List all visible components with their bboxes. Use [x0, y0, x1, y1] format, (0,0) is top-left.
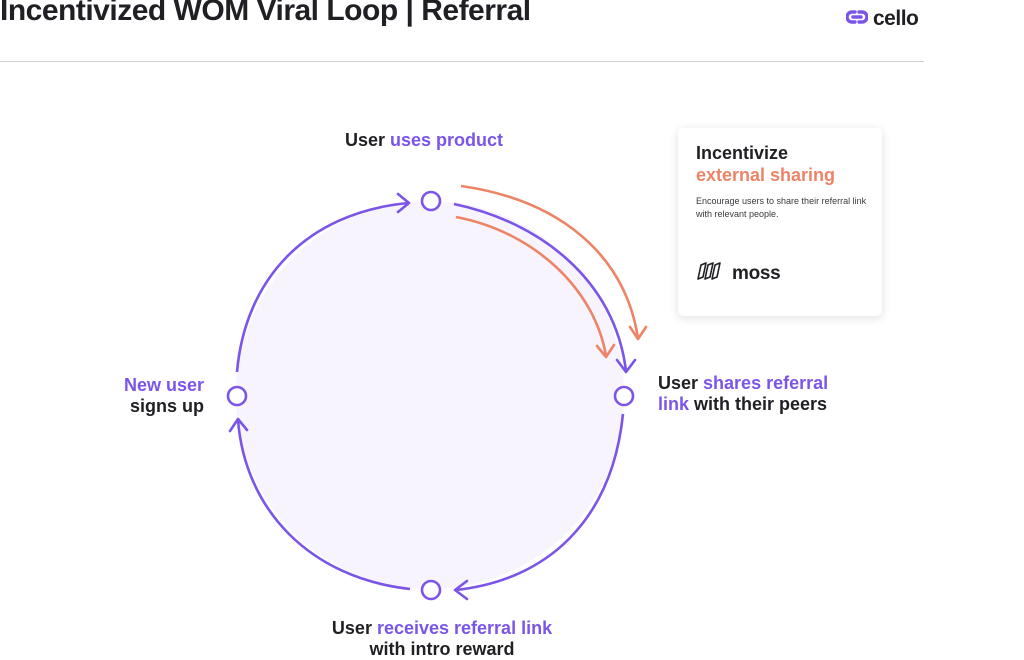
loop-arc-top-to-right: [453, 202, 628, 372]
cello-logo-text: cello: [873, 7, 919, 30]
card-title-line1: Incentivize: [696, 143, 789, 163]
node-right: [613, 385, 635, 407]
arrow-head-icon: [453, 579, 469, 601]
label-receives-prefix: User: [331, 618, 377, 638]
label-receives-line2: with intro reward: [369, 639, 515, 659]
label-uses-product-highlight: uses product: [390, 130, 504, 150]
moss-brand-name: moss: [732, 262, 781, 284]
card-title: Incentivize external sharing: [696, 142, 835, 186]
label-receives-highlight: receives referral link: [376, 618, 553, 638]
label-shares-referral: User shares referral link with their pee…: [658, 373, 828, 415]
label-receives-referral: User receives referral link with intro r…: [322, 618, 562, 660]
label-new-user-highlight: New user: [123, 375, 204, 395]
incentive-arrow-outer: [460, 184, 640, 339]
arrow-head-icon: [615, 358, 637, 374]
cello-logo: cello: [845, 7, 919, 31]
arrow-head-icon: [396, 192, 411, 214]
card-description: Encourage users to share their referral …: [696, 196, 867, 219]
label-shares-highlight-2: link: [658, 394, 690, 414]
loop-arc-left-to-top: [235, 201, 409, 373]
node-left: [226, 385, 248, 407]
moss-logo-icon: [696, 261, 722, 286]
loop-arc-bottom-to-left: [236, 419, 411, 591]
loop-circle-fill: [236, 201, 624, 589]
incentive-arrow-inner: [455, 215, 608, 357]
arrow-head-icon: [228, 417, 249, 433]
arrow-head-icon: [628, 325, 648, 341]
label-uses-product: User uses product: [345, 130, 503, 151]
page-title: Incentivized WOM Viral Loop | Referral: [0, 0, 531, 27]
label-uses-product-prefix: User: [345, 130, 391, 150]
header-divider: [0, 61, 924, 62]
label-shares-prefix: User: [658, 373, 704, 393]
arrow-head-icon: [595, 343, 616, 359]
label-new-user-line2: signs up: [129, 396, 204, 416]
node-top: [420, 190, 442, 212]
card-title-line2: external sharing: [696, 165, 836, 185]
node-bottom: [420, 579, 442, 601]
label-shares-highlight-1: shares referral: [703, 373, 829, 393]
moss-brand: moss: [696, 261, 781, 286]
incentive-card: Incentivize external sharing Encourage u…: [678, 128, 882, 316]
cello-logo-icon: [845, 9, 869, 30]
label-shares-suffix: with their peers: [689, 394, 828, 414]
label-new-user: New user signs up: [100, 375, 204, 417]
loop-arc-right-to-bottom: [455, 413, 625, 592]
